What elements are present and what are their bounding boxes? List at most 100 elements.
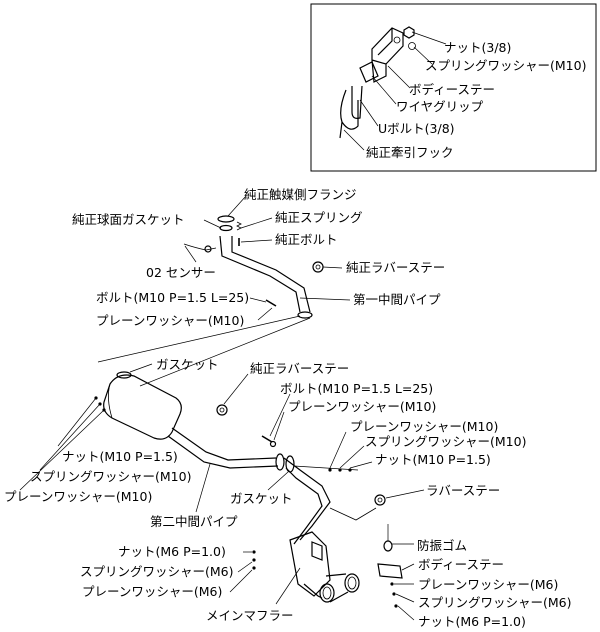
label-plain-washer-m6-right: プレーンワッシャー(M6)	[418, 577, 558, 592]
leader-second-pipe	[195, 463, 211, 513]
tailpipe-left-tip	[319, 583, 335, 603]
leader-oe-rubber-stay-middle	[223, 373, 249, 405]
rubber-stay	[374, 494, 386, 506]
label-nut-m6-right: ナット(M6 P=1.0)	[418, 614, 526, 629]
leader-oe-rubber-stay	[322, 266, 343, 269]
leader-plain-washer-m10-a	[273, 411, 285, 441]
first-intermediate-pipe	[219, 235, 311, 313]
leader-inset-wire-grip	[371, 75, 397, 105]
leader-inset-spring-washer	[413, 46, 433, 65]
inset-stay-hole	[393, 36, 401, 44]
main-muffler-hanger-rod	[329, 507, 377, 521]
label-body-stay-rear: ボディーステー	[418, 557, 504, 572]
label-oe-spring: 純正スプリング	[275, 210, 363, 225]
oe-rubber-stay-middle	[216, 404, 228, 416]
inset-frame	[310, 3, 597, 172]
leader-spring-washer-m6-right	[395, 593, 415, 603]
label-spring-washer-m6-left: スプリングワッシャー(M6)	[80, 564, 234, 579]
plain-washer-m10-right-dot	[328, 468, 332, 472]
label-inset-body-stay: ボディーステー	[409, 82, 495, 97]
bolt-m10-middle-head	[269, 440, 277, 448]
label-oe-bolt: 純正ボルト	[275, 232, 338, 247]
label-o2-sensor: 02 センサー	[146, 265, 216, 280]
tailpipe-right-tip	[344, 573, 360, 593]
label-plain-washer-m10-a: プレーンワッシャー(M10)	[288, 399, 436, 414]
tailpipe-joint	[325, 573, 349, 603]
main-muffler-bracket	[311, 541, 323, 561]
inset-wire-grip	[359, 61, 379, 83]
main-muffler-body	[289, 531, 331, 597]
leader-body-stay-rear	[401, 563, 415, 571]
o2-sensor-body	[204, 245, 212, 253]
label-oe-rubber-stay-front: 純正ラバーステー	[346, 260, 445, 275]
leader-nut-m10-right	[349, 461, 373, 469]
inset-u-bolt	[351, 85, 363, 119]
first-pipe-outlet-flange	[297, 311, 313, 319]
label-gasket-top: ガスケット	[156, 357, 219, 372]
label-cat-flange: 純正触媒側フランジ	[244, 187, 357, 202]
rubber-mount	[383, 540, 393, 552]
label-first-pipe: 第一中間パイプ	[353, 292, 441, 307]
plain-washer-m6-left-dot	[252, 566, 256, 570]
pre-muffler	[103, 374, 182, 440]
spring-washer-m6-right-dot	[392, 592, 396, 596]
leader-inset-tow-hook	[343, 129, 365, 151]
leader-ball-gasket	[203, 219, 222, 229]
oe-rubber-stay-front	[312, 261, 324, 273]
front-section: 純正触媒側フランジ 純正球面ガスケット 純正スプリング 純正ボルト 02 センサ…	[72, 187, 445, 328]
leader-inset-nut	[411, 31, 447, 45]
inset-washer-symbol	[408, 42, 416, 50]
label-inset-u-bolt: Uボルト(3/8)	[378, 121, 455, 136]
pre-muffler-inlet	[116, 371, 132, 379]
bolt-m10-middle	[261, 435, 273, 443]
leader-gasket-bottom	[267, 471, 289, 491]
nut-m6-left-dot	[252, 550, 256, 554]
leader-oe-bolt	[240, 239, 273, 243]
label-bolt-m10-middle: ボルト(M10 P=1.5 L=25)	[280, 381, 433, 396]
label-oe-rubber-stay-middle: 純正ラバーステー	[250, 361, 349, 376]
label-plain-washer-m6-left: プレーンワッシャー(M6)	[82, 584, 222, 599]
connection-guide-lines	[97, 315, 311, 387]
leader-spring-washer-m10-right	[339, 445, 365, 469]
label-inset-spring-washer: スプリングワッシャー(M10)	[425, 58, 586, 73]
leader-left-hardware	[19, 397, 105, 491]
label-spring-washer-m10-right: スプリングワッシャー(M10)	[365, 434, 526, 449]
leader-plain-washer-m10	[257, 307, 273, 321]
rubber-stay-hole	[377, 497, 383, 503]
leader-plain-washer-m10-b	[329, 431, 347, 469]
second-pipe-flange	[275, 453, 285, 471]
label-nut-m10-right: ナット(M10 P=1.5)	[375, 452, 491, 467]
label-bolt-m10-front: ボルト(M10 P=1.5 L=25)	[96, 290, 249, 305]
leader-cat-flange	[227, 195, 247, 217]
body-stay-rear	[377, 563, 403, 579]
label-nut-m6-left: ナット(M6 P=1.0)	[118, 544, 226, 559]
label-main-muffler: メインマフラー	[206, 608, 294, 623]
label-gasket-bottom: ガスケット	[230, 491, 293, 506]
middle-section: ガスケット 純正ラバーステー ボルト(M10 P=1.5 L=25) プレーンワ…	[4, 357, 526, 529]
second-intermediate-pipe	[167, 427, 279, 469]
label-plain-washer-m10-left: プレーンワッシャー(M10)	[4, 489, 152, 504]
label-nut-m10-left: ナット(M10 P=1.5)	[62, 449, 178, 464]
label-second-pipe: 第二中間パイプ	[150, 514, 238, 529]
label-plain-washer-m10-front: プレーンワッシャー(M10)	[96, 313, 244, 328]
label-spring-washer-m10-left: スプリングワッシャー(M10)	[30, 469, 191, 484]
bolt-m10-front	[265, 299, 277, 307]
cat-flange	[217, 215, 235, 223]
nut-m10-right-dot	[348, 468, 352, 472]
nut-m6-right-dot	[394, 604, 398, 608]
leader-bolt-m10	[249, 297, 267, 303]
label-inset-tow-hook: 純正牽引フック	[366, 145, 454, 160]
hardware-axis-right	[293, 465, 359, 471]
tailpipe-left-tip-inner	[322, 586, 332, 600]
leader-spring-washer-m6-left	[237, 561, 253, 573]
inset-tow-hook	[339, 89, 359, 139]
rear-section: ナット(M6 P=1.0) スプリングワッシャー(M6) プレーンワッシャー(M…	[80, 457, 572, 629]
label-rubber-stay: ラバーステー	[426, 483, 500, 498]
plain-washer-m6-right-dot	[390, 582, 394, 586]
leader-inset-body-stay	[387, 65, 411, 89]
label-rubber-mount: 防振ゴム	[417, 538, 467, 553]
label-plain-washer-m10-b: プレーンワッシャー(M10)	[350, 419, 498, 434]
inset-nut-symbol	[403, 26, 415, 39]
leader-inset-u-bolt	[359, 99, 379, 127]
label-inset-wire-grip: ワイヤグリップ	[396, 99, 484, 114]
